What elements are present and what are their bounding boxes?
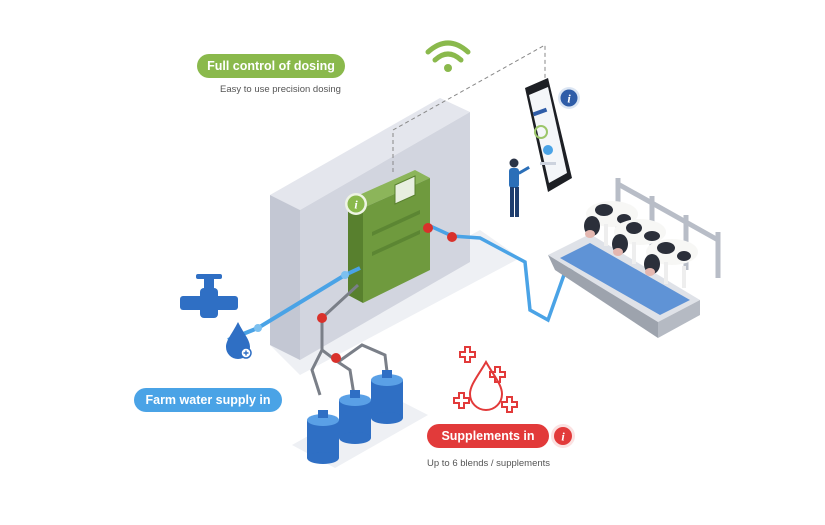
supplements-caption: Up to 6 blends / supplements [427,458,551,469]
info-icon: i [354,198,358,212]
supplement-tanks [307,370,403,464]
phone-info-badge[interactable]: i [558,87,580,109]
dosing-caption: Easy to use precision dosing [220,84,341,95]
tank [371,370,403,424]
dosing-unit[interactable] [348,170,430,303]
water-supply-pill: Farm water supply in [134,388,282,412]
tank [339,390,371,444]
cow [612,219,666,268]
supplement-lines [310,283,390,396]
outlet-line [423,223,591,323]
cows [584,201,698,288]
wifi-icon [425,40,471,72]
water-tap-icon [180,274,238,318]
water-trough [548,234,700,338]
info-icon: i [561,430,565,444]
wireless-link [392,44,546,172]
cow [584,201,638,250]
supplements-pill: Supplements in [427,424,549,448]
doser-info-badge[interactable]: i [345,193,367,215]
supplements-icon [453,346,518,413]
smartphone-icon [525,78,572,192]
water-drop-icon [226,322,252,359]
supplements-info-badge[interactable]: i [551,424,575,448]
dosing-title-pill: Full control of dosing [197,54,345,78]
tank [307,410,339,464]
farmer-figure [509,158,530,217]
info-icon: i [567,92,571,106]
cow [644,239,698,288]
